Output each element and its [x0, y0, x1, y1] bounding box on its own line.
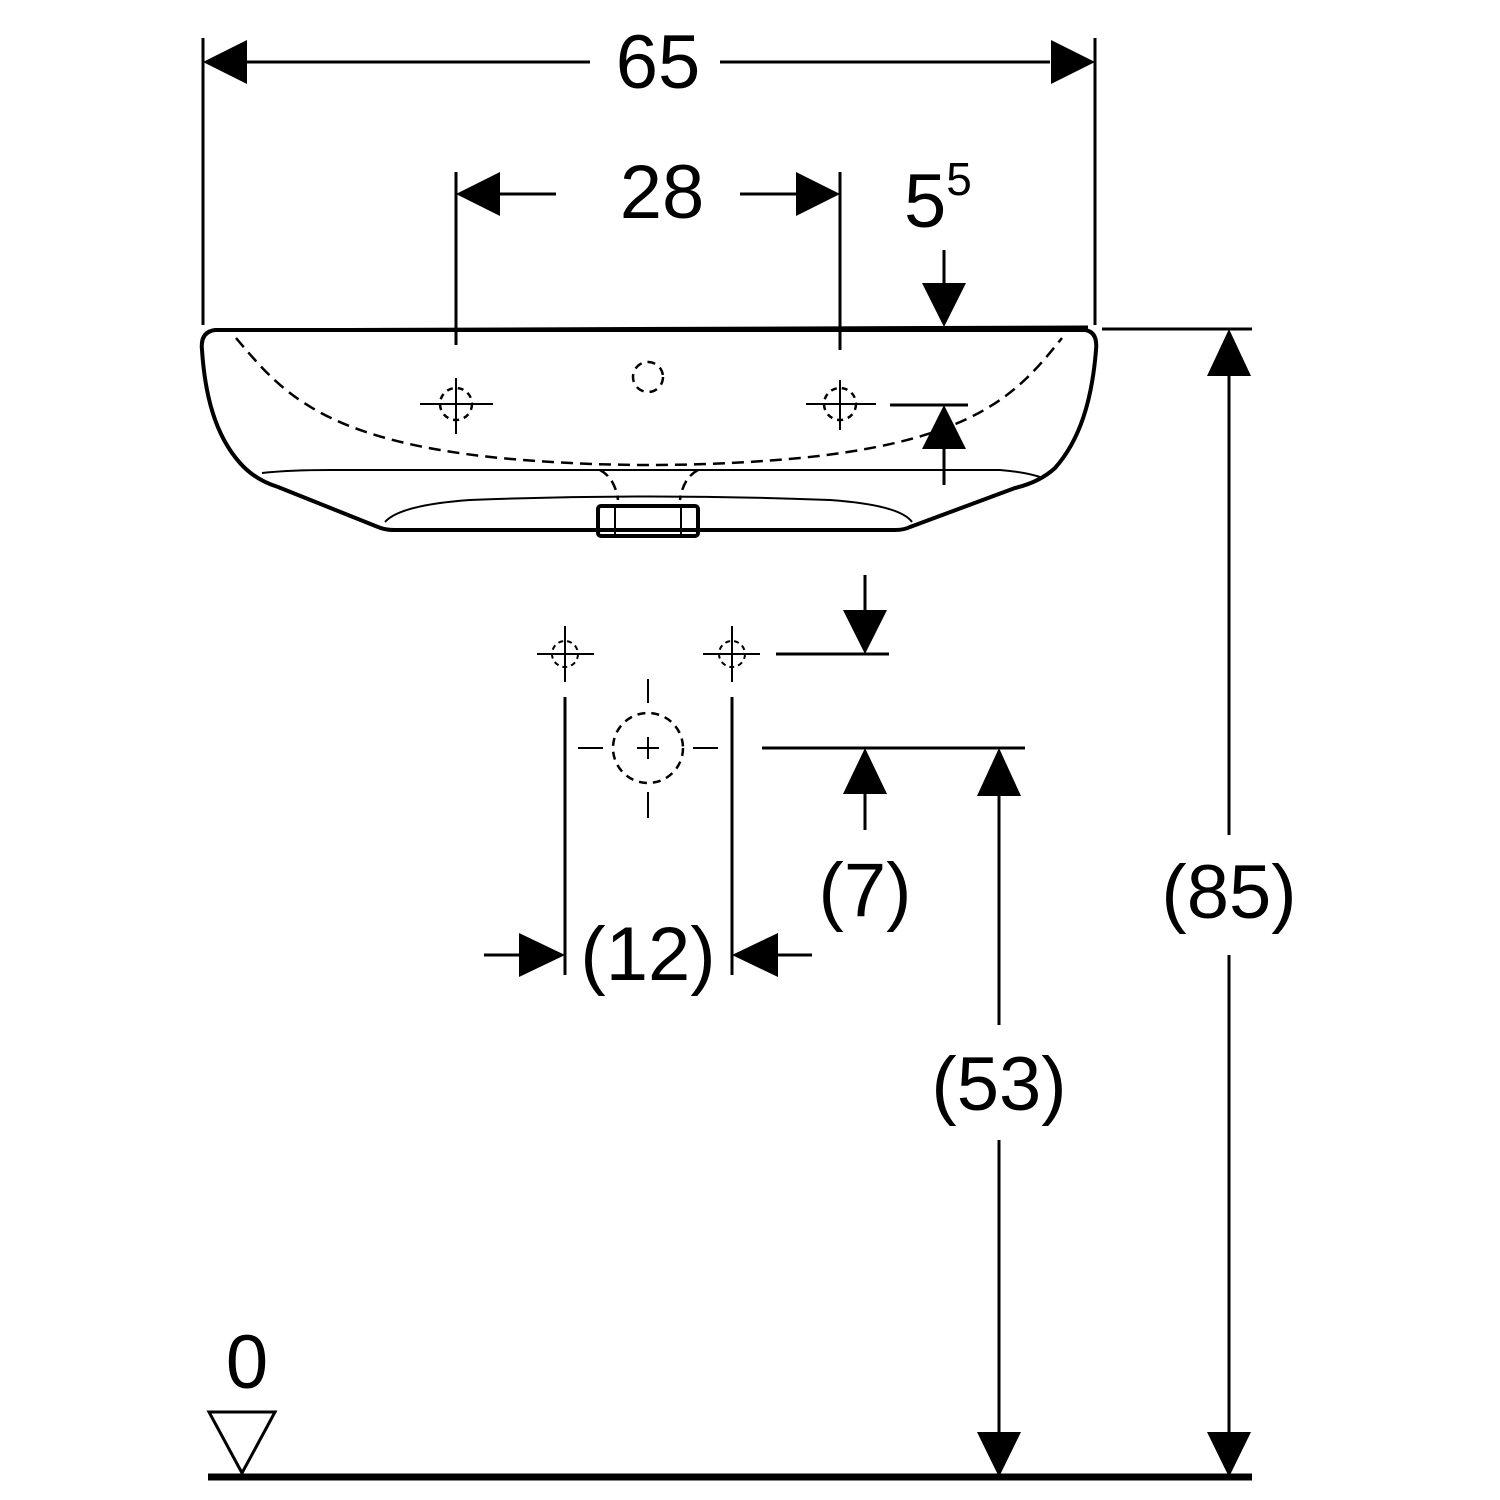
arrowhead — [977, 1432, 1021, 1477]
supply-spacing-label: (12) — [580, 912, 715, 997]
supply-point-left — [537, 626, 594, 682]
overall-width-label: 65 — [616, 20, 701, 105]
rim-thickness-dimension: 55 — [890, 153, 972, 485]
arrowhead — [843, 610, 887, 654]
arrowhead — [1207, 329, 1251, 376]
tap-hole-right — [806, 380, 876, 430]
drain-height-label: (53) — [931, 1042, 1066, 1127]
arrowhead — [519, 933, 565, 977]
level-marker-icon — [206, 1410, 278, 1477]
rim-height-label: (85) — [1161, 850, 1296, 935]
tap-hole-left — [420, 378, 493, 434]
rim-height-dimension: (85) — [1102, 327, 1297, 1477]
overall-width-dimension: 65 — [201, 20, 1097, 325]
tap-hole-spacing-dimension: 28 — [454, 150, 842, 350]
rim-thickness-label: 55 — [904, 153, 972, 244]
drain-connection-point — [578, 679, 718, 818]
supply-offset-dimension: (7) — [762, 575, 1025, 933]
supply-spacing-dimension: (12) — [484, 697, 812, 997]
arrowhead — [922, 405, 966, 449]
overflow-hole — [631, 360, 665, 394]
arrowhead — [843, 748, 887, 794]
arrowhead — [1207, 1432, 1251, 1477]
supply-point-right — [703, 626, 760, 682]
arrowhead — [203, 40, 247, 84]
waste-outlet — [596, 504, 700, 538]
floor-level: 0 — [206, 1320, 1252, 1481]
drain-height-dimension: (53) — [931, 748, 1067, 1477]
arrowhead — [977, 748, 1021, 796]
arrowhead — [796, 172, 840, 216]
floor-level-label: 0 — [226, 1320, 268, 1405]
arrowhead — [456, 172, 500, 216]
basin-outline — [199, 325, 1099, 538]
arrowhead — [1051, 40, 1095, 84]
arrowhead — [732, 933, 778, 977]
tap-hole-spacing-label: 28 — [620, 150, 705, 235]
arrowhead — [922, 283, 966, 327]
supply-offset-label: (7) — [819, 848, 912, 933]
